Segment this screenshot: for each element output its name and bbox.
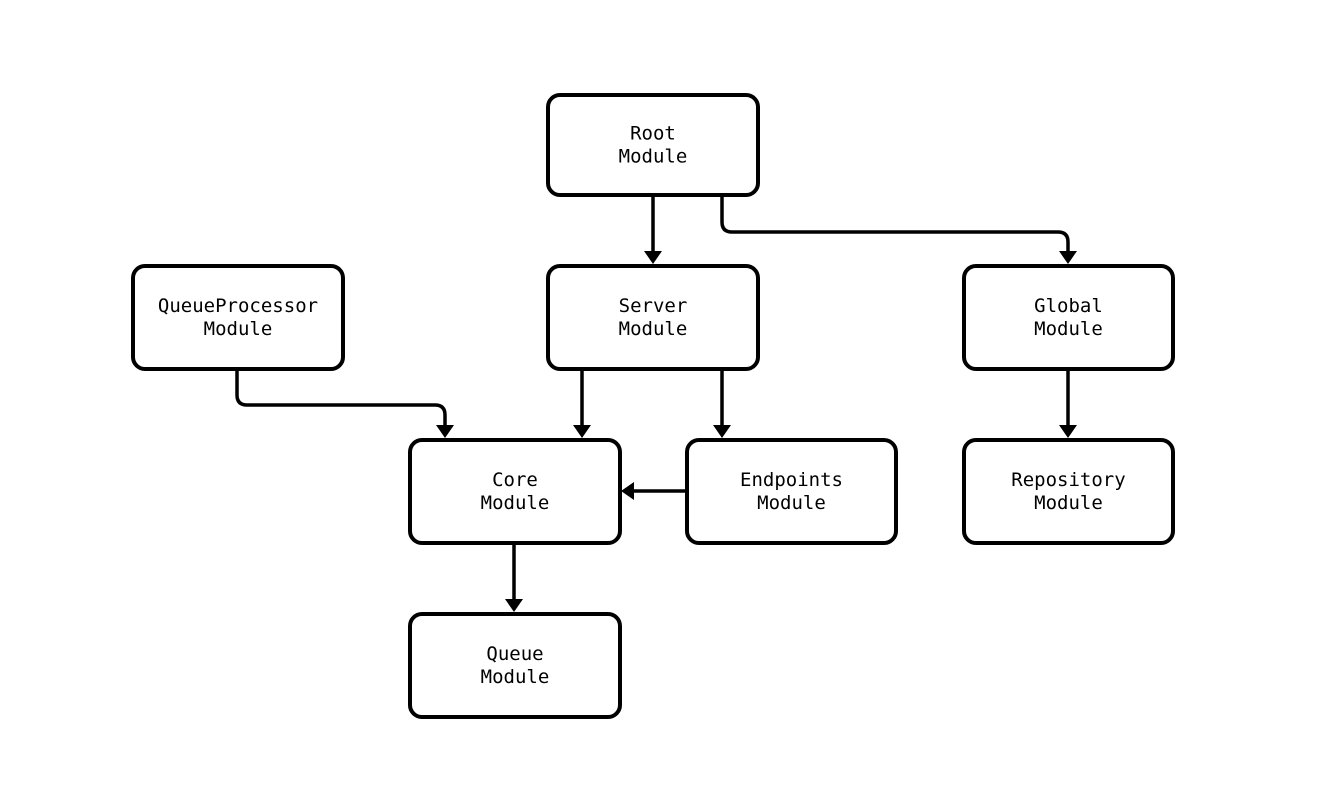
arrowhead-icon — [436, 425, 454, 438]
node-box — [962, 264, 1175, 371]
arrowhead-icon — [1059, 425, 1077, 438]
edge-server-to-endpoints — [713, 369, 731, 438]
arrowhead-icon — [644, 251, 662, 264]
node-label-primary: Queue — [486, 643, 543, 665]
nodes-layer: RootModuleQueueProcessorModuleServerModu… — [131, 93, 1175, 719]
node-label-primary: Core — [492, 469, 538, 491]
edge-line — [720, 195, 1070, 252]
edges-layer — [235, 195, 1077, 612]
arrowhead-icon — [505, 599, 523, 612]
node-label-secondary: Module — [481, 666, 550, 688]
node-box — [685, 438, 898, 545]
node-label-secondary: Module — [1034, 492, 1103, 514]
node-label-secondary: Module — [619, 146, 688, 168]
arrowhead-icon — [621, 482, 634, 500]
edge-root-to-server — [644, 195, 662, 264]
edge-core-to-queue — [505, 543, 523, 612]
node-label-primary: Endpoints — [740, 469, 843, 491]
node-label-secondary: Module — [481, 492, 550, 514]
node-label-secondary: Module — [619, 318, 688, 340]
edge-endpoints-to-core — [621, 482, 687, 500]
node-label-primary: QueueProcessor — [158, 295, 318, 317]
edge-line — [235, 369, 447, 426]
node-box — [962, 438, 1175, 545]
node-label-secondary: Module — [1034, 318, 1103, 340]
node-box — [408, 612, 622, 719]
node-box — [131, 264, 345, 371]
node-label-primary: Server — [619, 295, 688, 317]
node-box — [408, 438, 622, 545]
node-label-secondary: Module — [204, 318, 273, 340]
node-label-secondary: Module — [757, 492, 826, 514]
node-label-primary: Global — [1034, 295, 1103, 317]
node-box — [546, 264, 760, 371]
node-box — [546, 93, 760, 197]
arrowhead-icon — [713, 425, 731, 438]
node-label-primary: Repository — [1011, 469, 1125, 491]
edge-queueprocessor-to-core — [235, 369, 454, 438]
edge-root-to-global — [720, 195, 1077, 264]
arrowhead-icon — [1059, 251, 1077, 264]
arrowhead-icon — [573, 425, 591, 438]
edge-server-to-core — [573, 369, 591, 438]
edge-global-to-repository — [1059, 369, 1077, 438]
node-label-primary: Root — [630, 123, 676, 145]
